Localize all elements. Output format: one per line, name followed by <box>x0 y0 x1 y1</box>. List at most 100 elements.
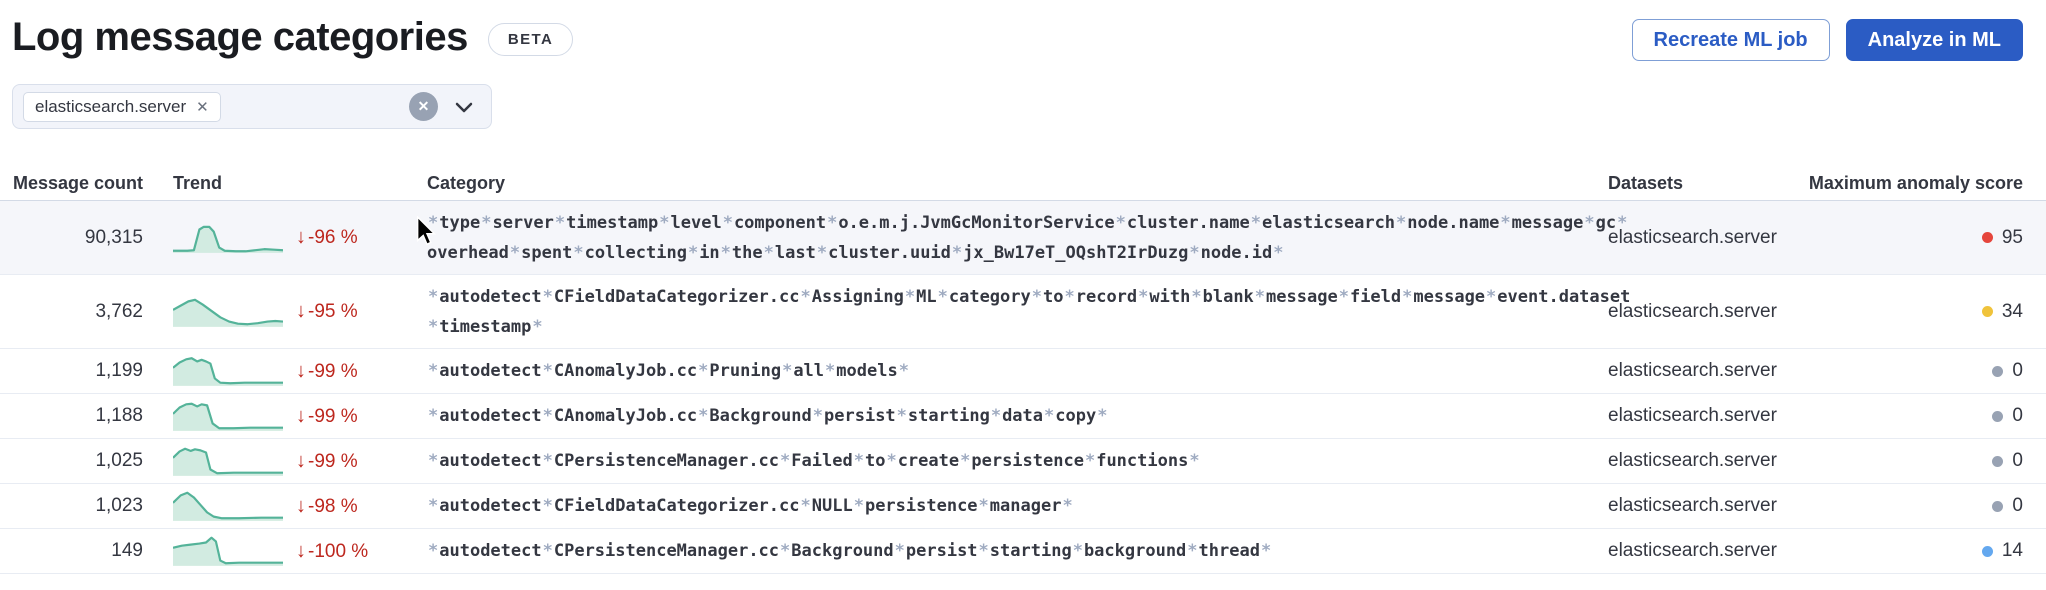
trend-cell: ↓-99 % <box>143 444 413 478</box>
token-separator: * <box>763 242 774 263</box>
trend-sparkline <box>173 295 283 327</box>
table-row: 1,188↓-99 %*autodetect*CAnomalyJob.cc*Ba… <box>0 394 2046 439</box>
clear-selection-icon[interactable]: ✕ <box>409 92 438 121</box>
analyze-in-ml-button[interactable]: Analyze in ML <box>1845 19 2023 61</box>
table-row: 1,023↓-98 %*autodetect*CFieldDataCategor… <box>0 484 2046 529</box>
category-token-line: *autodetect*CPersistenceManager.cc*Faile… <box>427 446 1594 476</box>
max-anomaly-score-cell: 14 <box>1794 540 2023 562</box>
token-separator: * <box>428 541 439 561</box>
datasets-cell: elasticsearch.server <box>1608 405 1777 426</box>
category-token: Assigning <box>811 286 904 307</box>
category-token: node.name <box>1407 212 1500 233</box>
column-header-category: Category <box>427 172 506 193</box>
token-separator: * <box>898 361 909 381</box>
arrow-down-icon: ↓ <box>296 449 306 472</box>
category-token: collecting <box>584 242 687 263</box>
trend-sparkline <box>173 534 283 566</box>
category-token: cluster.name <box>1126 212 1250 233</box>
token-separator: * <box>1031 286 1042 307</box>
column-header-trend: Trend <box>173 172 223 193</box>
token-separator: * <box>542 286 553 307</box>
category-token: persist <box>824 406 896 426</box>
max-anomaly-score-cell: 95 <box>1794 227 2023 249</box>
arrow-down-icon: ↓ <box>296 404 306 427</box>
token-separator: * <box>509 242 521 263</box>
token-separator: * <box>816 242 828 263</box>
category-token: the <box>731 242 763 263</box>
category-cell: *autodetect*CAnomalyJob.cc*Background*pe… <box>413 401 1594 431</box>
category-token: to <box>864 451 886 471</box>
anomaly-score-value: 14 <box>2001 540 2023 561</box>
anomaly-score-value: 0 <box>2012 405 2023 426</box>
token-separator: * <box>978 541 989 561</box>
category-token: CPersistenceManager.cc <box>553 541 780 561</box>
recreate-ml-job-button[interactable]: Recreate ML job <box>1631 19 1830 61</box>
token-separator: * <box>698 406 709 426</box>
category-token: autodetect <box>439 406 542 426</box>
category-token: create <box>897 451 960 471</box>
datasets-cell: elasticsearch.server <box>1608 540 1777 561</box>
category-token: background <box>1083 541 1187 561</box>
category-token-line: *autodetect*CAnomalyJob.cc*Pruning*all*m… <box>427 356 1594 386</box>
trend-sparkline <box>173 354 283 386</box>
category-cell: *autodetect*CFieldDataCategorizer.cc*NUL… <box>413 491 1594 521</box>
category-token: message <box>1266 286 1338 307</box>
token-separator: * <box>1115 212 1126 233</box>
arrow-down-icon: ↓ <box>296 494 306 517</box>
token-separator: * <box>1097 406 1108 426</box>
token-separator: * <box>542 406 553 426</box>
anomaly-score-dot <box>1992 365 2004 377</box>
trend-cell: ↓-99 % <box>143 399 413 433</box>
category-token-line: *autodetect*CPersistenceManager.cc*Backg… <box>427 536 1594 566</box>
category-token: persist <box>905 541 978 561</box>
trend-change: ↓-96 % <box>296 226 358 248</box>
remove-filter-icon[interactable]: ✕ <box>196 98 209 116</box>
token-separator: * <box>782 361 793 381</box>
trend-change: ↓-98 % <box>296 494 358 517</box>
category-token: data <box>1002 406 1044 426</box>
category-token: jx_Bw17eT_OQshT2IrDuzg <box>963 242 1189 263</box>
category-token-line: *autodetect*CFieldDataCategorizer.cc*Ass… <box>427 282 1630 312</box>
category-token: spent <box>521 242 573 263</box>
max-anomaly-score-cell: 0 <box>1794 360 2023 382</box>
token-separator: * <box>532 316 543 337</box>
token-separator: * <box>937 286 948 307</box>
table-row: 1,199↓-99 %*autodetect*CAnomalyJob.cc*Pr… <box>0 349 2046 394</box>
trend-sparkline <box>173 444 283 476</box>
datasets-cell: elasticsearch.server <box>1608 495 1777 516</box>
category-token: ML <box>916 286 937 307</box>
table-row: 90,315↓-96 %*type*server*timestamp*level… <box>0 201 2046 275</box>
max-anomaly-score-cell: 0 <box>1794 495 2023 517</box>
category-token: blank <box>1202 286 1254 307</box>
category-filter-combobox[interactable]: elasticsearch.server ✕ ✕ <box>12 84 492 129</box>
token-separator: * <box>428 406 439 426</box>
trend-cell: ↓-96 % <box>143 221 413 255</box>
category-token: functions <box>1096 451 1189 471</box>
message-count-cell: 3,762 <box>95 300 143 322</box>
datasets-cell: elasticsearch.server <box>1608 360 1777 381</box>
table-row: 149↓-100 %*autodetect*CPersistenceManage… <box>0 529 2046 574</box>
category-token-line: *type*server*timestamp*level*component*o… <box>427 208 1627 238</box>
token-separator: * <box>428 212 439 233</box>
category-token: cluster.uuid <box>828 242 951 263</box>
categories-table: Message count Trend Category Datasets Ma… <box>0 166 2046 574</box>
token-separator: * <box>428 316 439 337</box>
anomaly-score-value: 0 <box>2012 450 2023 471</box>
category-cell: *type*server*timestamp*level*component*o… <box>413 208 1627 268</box>
token-separator: * <box>853 451 864 471</box>
datasets-cell: elasticsearch.server <box>1608 450 1777 471</box>
chevron-down-icon[interactable] <box>451 94 477 120</box>
token-separator: * <box>1062 496 1073 516</box>
token-separator: * <box>687 242 699 263</box>
category-token: CFieldDataCategorizer.cc <box>553 496 800 516</box>
category-token: NULL <box>811 496 853 516</box>
category-token: autodetect <box>439 496 542 516</box>
column-header-max-anomaly-score: Maximum anomaly score <box>1808 172 2023 193</box>
token-separator: * <box>542 361 553 381</box>
trend-change: ↓-99 % <box>296 404 358 427</box>
filter-pill[interactable]: elasticsearch.server ✕ <box>23 91 221 122</box>
token-separator: * <box>428 361 439 381</box>
category-token: with <box>1149 286 1191 307</box>
anomaly-score-value: 0 <box>2012 360 2023 381</box>
